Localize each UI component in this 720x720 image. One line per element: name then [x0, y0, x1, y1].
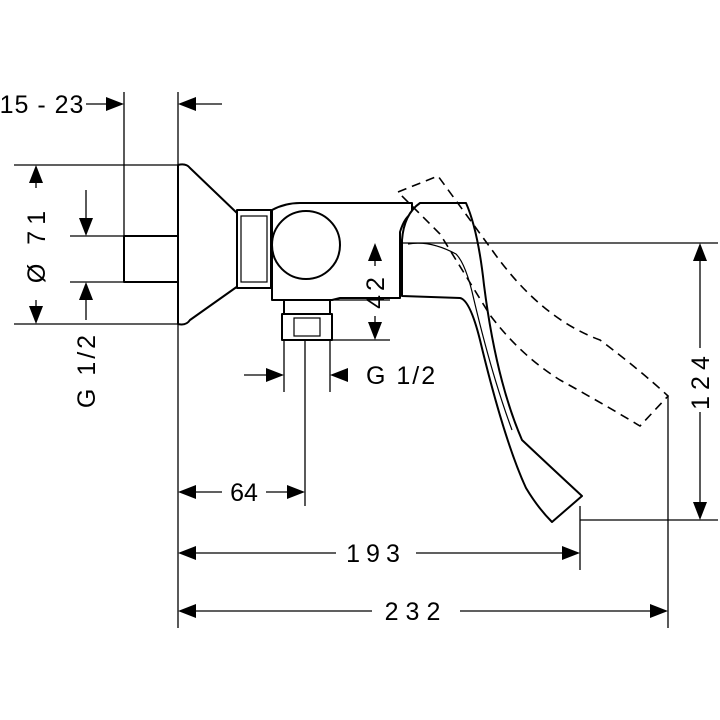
dimension-lines	[29, 97, 707, 618]
arrow-outlet-height-top	[368, 243, 382, 261]
label-handle-reach: 193	[346, 540, 406, 568]
label-outlet-height: 42	[362, 273, 390, 309]
label-handle-height: 124	[687, 350, 715, 410]
arrow-offset-left	[178, 485, 196, 499]
label-rosette-diameter: Ø 71	[23, 205, 51, 283]
inlet-stub	[123, 235, 180, 283]
arrow-offset-right	[287, 485, 305, 499]
label-outlet-thread: G 1/2	[366, 362, 437, 390]
cartridge-cap	[271, 210, 341, 280]
label-inlet-thread: G 1/2	[73, 332, 101, 408]
arrow-wall-adjust-left	[106, 97, 124, 111]
arrow-outlet-height-bottom	[368, 322, 382, 340]
arrow-outlet-thread-left	[266, 368, 284, 382]
arrow-diameter-top	[29, 165, 43, 183]
dimension-labels: 15 - 23 Ø 71 G 1/2 G 1/2 42 124 64 193 2…	[0, 91, 715, 626]
arrow-reach-left	[178, 546, 196, 560]
arrow-diameter-bottom	[29, 306, 43, 324]
lever-handle	[401, 202, 583, 523]
wall-rosette	[177, 163, 239, 326]
label-outlet-offset: 64	[230, 479, 258, 507]
extension-lines	[14, 92, 718, 628]
arrow-handle-height-bottom	[693, 502, 707, 520]
outlet-nut-inner	[293, 317, 321, 337]
knurled-nut-inner	[240, 215, 268, 283]
arrow-inlet-thread-top	[79, 218, 93, 236]
arrow-handle-height-top	[693, 243, 707, 261]
label-overall-depth: 232	[385, 598, 448, 626]
arrow-outlet-thread-right	[330, 368, 348, 382]
outlet-stub	[283, 299, 331, 315]
knurled-nut	[236, 209, 272, 289]
arrow-depth-left	[178, 604, 196, 618]
arrow-depth-right	[650, 604, 668, 618]
arrow-wall-adjust-right	[178, 97, 196, 111]
mixer-body-outline	[123, 163, 670, 523]
arrow-inlet-thread-bottom	[79, 282, 93, 300]
label-wall-adjust: 15 - 23	[0, 91, 84, 119]
arrow-reach-right	[562, 546, 580, 560]
lever-handle-alt-position	[396, 175, 670, 428]
